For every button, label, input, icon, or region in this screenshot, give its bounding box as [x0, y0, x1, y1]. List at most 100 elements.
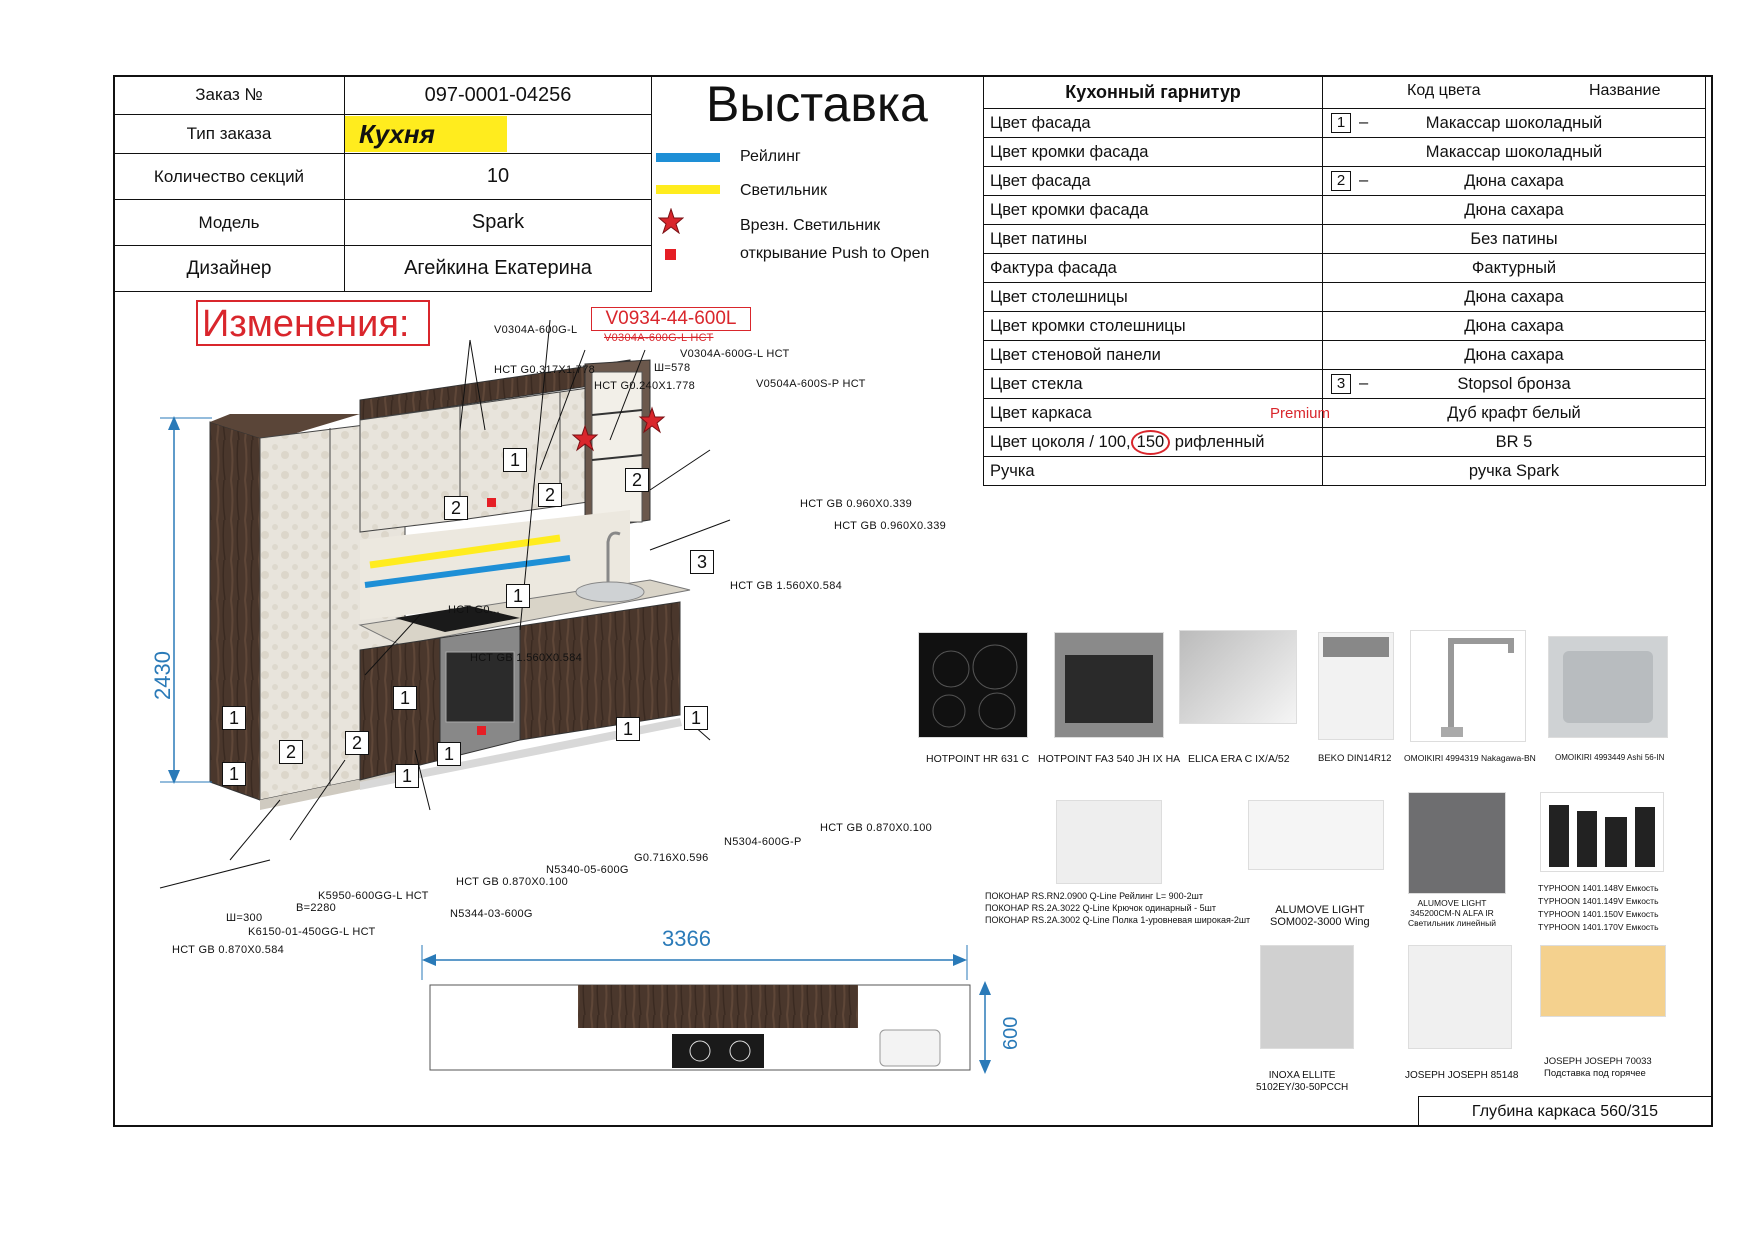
appliance-caption: HOTPOINT FA3 540 JH IX HA: [1038, 753, 1181, 765]
spec-label: Цвет патины: [983, 224, 1323, 254]
spec-label: Цвет фасада: [983, 108, 1323, 138]
inoxa-caption: INOXA ELLITE 5102EY/30-50PCCH: [1256, 1070, 1349, 1093]
spec-label: Цвет стекла: [983, 369, 1323, 399]
order-number-value: 097-0001-04256: [344, 75, 652, 115]
drawing-tag-struck: V0304A-600G-L НСТ: [604, 332, 714, 344]
spec-table: Кухонный гарнитур Код цвета Название Цве…: [983, 75, 1706, 486]
drawing-tag: В=2280: [296, 902, 337, 914]
facade-num-badge: 1: [437, 742, 461, 766]
legend-spotlight-label: Врезн. Светильник: [740, 217, 881, 234]
typhoon-caption: TYPHOON 1401.148V Емкость TYPHOON 1401.1…: [1538, 883, 1659, 932]
designer-label: Дизайнер: [113, 245, 345, 292]
facade-num-badge: 1: [616, 717, 640, 741]
plan-view: [421, 945, 991, 1074]
drawing-tag: НСТ GB 0.960X0.339: [800, 498, 913, 510]
appliance-caption: HOTPOINT HR 631 C: [926, 753, 1030, 765]
premium-note: Premium: [1269, 405, 1330, 422]
change-code: V0934-44-600L: [591, 307, 751, 331]
spec-label: Цвет цоколя / 100,: [990, 432, 1131, 451]
pokonap-caption: ПОКОНАР RS.RN2.0900 Q-Line Рейлинг L= 90…: [985, 891, 1251, 925]
drawing-tag: Ш=578: [654, 362, 691, 374]
facade-num-badge: 1: [222, 762, 246, 786]
spec-label: Цвет кромки фасада: [983, 137, 1323, 167]
legend-light-swatch: [656, 185, 720, 194]
joseph-trivet-image: [1540, 945, 1666, 1017]
drawing-tag: V0304A-600G-L НСТ: [680, 348, 790, 360]
spec-value: Stopsol бронза: [1457, 374, 1571, 393]
spec-value: Без патины: [1322, 224, 1706, 254]
spec-value: Дюна сахара: [1322, 340, 1706, 370]
rail-image: [1056, 800, 1162, 884]
facade-num-badge: 2: [279, 740, 303, 764]
alumove-light-caption: ALUMOVE LIGHT 345200CM-N ALFA IR Светиль…: [1408, 898, 1496, 928]
facade-num-badge: 1: [395, 764, 419, 788]
appliance-caption: ELICA ERA C IX/A/52: [1188, 753, 1290, 765]
light-image: [1408, 792, 1506, 894]
spec-value: Макассар шоколадный: [1322, 137, 1706, 167]
appliance-caption: BEKO DIN14R12: [1318, 753, 1392, 764]
drawing-tag: НСТ G0.317X1.778: [494, 364, 596, 376]
drawing-tag: НСТ GB 0.870X0.100: [820, 822, 933, 834]
designer-value: Агейкина Екатерина: [344, 245, 652, 292]
drawing-tag: N5304-600G-P: [724, 836, 802, 848]
appliance-caption: OMOIKIRI 4994319 Nakagawa-BN: [1404, 753, 1536, 763]
spec-value: Дюна сахара: [1464, 171, 1564, 190]
height-dimension: 2430: [150, 651, 175, 700]
order-type-value: Кухня: [345, 116, 507, 152]
push-open-marker-icon: [665, 249, 676, 260]
width-dimension: 3366: [662, 926, 711, 951]
depth-dimension: 600: [1000, 1016, 1022, 1050]
spec-label: Цвет фасада: [983, 166, 1323, 196]
drawing-tag: НСТ G0...: [448, 604, 500, 616]
color-num-badge: 2: [1331, 171, 1351, 191]
facade-num-badge: 1: [684, 706, 708, 730]
star-icon: [658, 208, 684, 234]
inoxa-image: [1260, 945, 1354, 1049]
spec-value: Дюна сахара: [1322, 311, 1706, 341]
facade-num-badge: 2: [444, 496, 468, 520]
spec-label: Цвет стеновой панели: [983, 340, 1323, 370]
sections-count-label: Количество секций: [113, 153, 345, 200]
containers-image: [1540, 792, 1664, 872]
drawing-tag: Ш=300: [226, 912, 263, 924]
spec-label: Цвет кромки фасада: [983, 195, 1323, 225]
page-frame: [113, 75, 1713, 1127]
legend-railing-swatch: [656, 153, 720, 162]
oven-image: [1054, 632, 1164, 738]
changes-title: Изменения:: [196, 300, 430, 346]
dishwasher-image: [1318, 632, 1394, 740]
facade-num-badge: 1: [506, 584, 530, 608]
joseph-rack-caption: JOSEPH JOSEPH 85148: [1405, 1070, 1519, 1081]
drawing-tag: НСТ GB 1.560X0.584: [730, 580, 843, 592]
sink-image: [1548, 636, 1668, 738]
color-num-badge: 1: [1331, 113, 1351, 133]
legend-light-label: Светильник: [740, 182, 827, 199]
spec-header-title: Кухонный гарнитур: [983, 75, 1323, 109]
spec-value: Дуб крафт белый: [1322, 398, 1706, 428]
drawing-tag: НСТ GB 0.870X0.100: [456, 876, 569, 888]
drawing-tag: V0504A-600S-P НСТ: [756, 378, 866, 390]
alumove-caption: ALUMOVE LIGHT SOM002-3000 Wing: [1270, 904, 1370, 928]
spec-value: Макассар шоколадный: [1425, 113, 1603, 132]
spec-value: ручка Spark: [1322, 456, 1706, 486]
facade-num-badge: 3: [690, 550, 714, 574]
facade-num-badge: 1: [503, 448, 527, 472]
spec-label: Цвет столешницы: [983, 282, 1323, 312]
facade-num-badge: 2: [625, 468, 649, 492]
facade-num-badge: 2: [538, 483, 562, 507]
page-title: Выставка: [706, 76, 928, 132]
legend-push-open-label: открывание Push to Open: [740, 245, 930, 262]
spec-label: Цвет каркаса: [990, 403, 1092, 422]
spec-value: BR 5: [1322, 427, 1706, 457]
frame-depth-note: Глубина каркаса 560/315: [1418, 1096, 1712, 1126]
order-number-label: Заказ №: [113, 75, 345, 115]
spec-value: Дюна сахара: [1322, 282, 1706, 312]
facade-num-badge: 1: [393, 686, 417, 710]
model-label: Модель: [113, 199, 345, 246]
drawing-tag: V0304A-600G-L: [494, 324, 578, 336]
color-num-badge: 3: [1331, 374, 1351, 394]
facade-num-badge: 1: [222, 706, 246, 730]
drawing-tag: N5340-05-600G: [546, 864, 629, 876]
joseph-rack-image: [1408, 945, 1512, 1049]
